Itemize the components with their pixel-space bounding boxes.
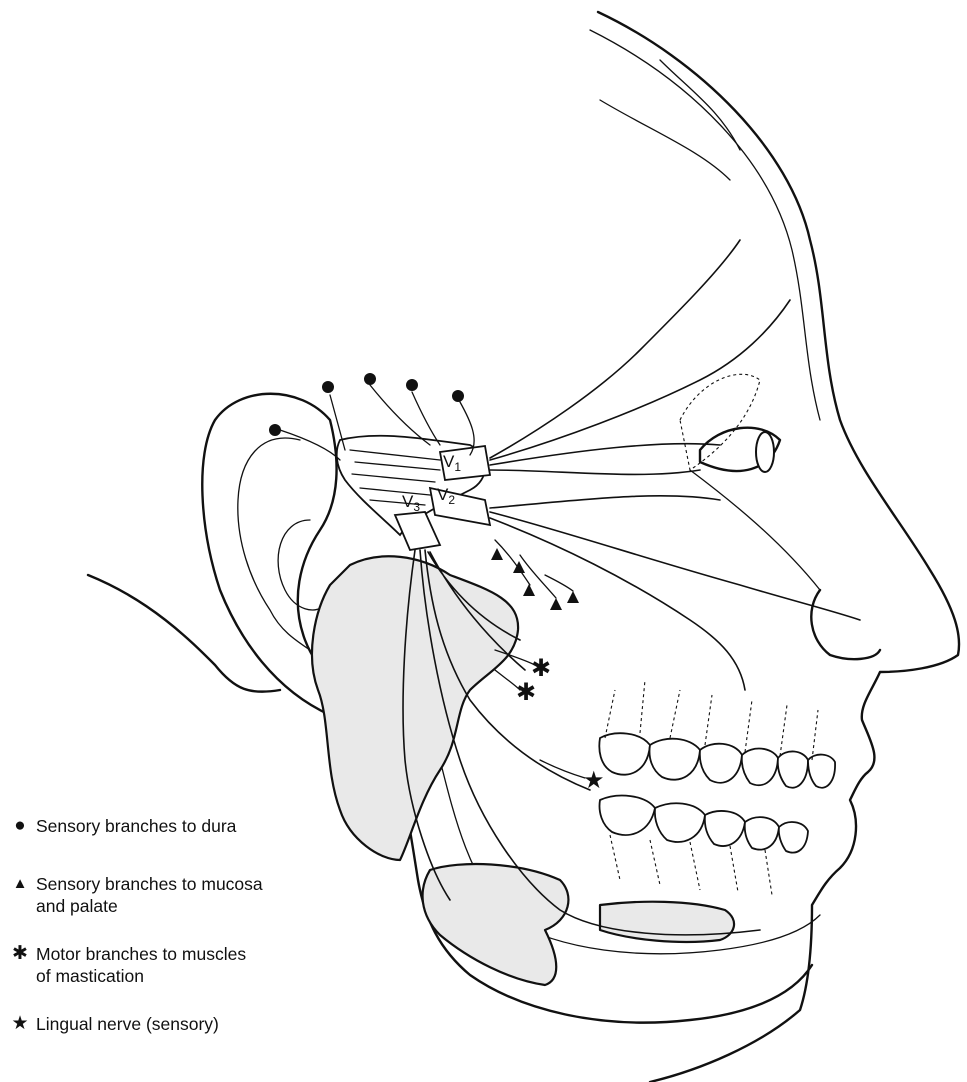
- mucosa-marker: [550, 598, 562, 610]
- sublingual-gland: [600, 902, 734, 942]
- dura-marker: [364, 373, 376, 385]
- legend-item-lingual: ★ Lingual nerve (sensory): [10, 1013, 350, 1035]
- dura-marker: [322, 381, 334, 393]
- filled-triangle-icon: ▲: [10, 873, 30, 895]
- legend: ● Sensory branches to dura ▲ Sensory bra…: [10, 815, 350, 1035]
- dura-marker: [406, 379, 418, 391]
- nasal-nerve-line: [690, 470, 820, 590]
- mucosa-marker: [491, 548, 503, 560]
- dura-marker: [269, 424, 281, 436]
- legend-label: Lingual nerve (sensory): [36, 1013, 350, 1035]
- orbit-stipple-region: [680, 374, 760, 470]
- nose-ala: [811, 590, 880, 659]
- legend-label: Motor branches to muscles of mastication: [36, 943, 350, 987]
- upper-teeth: [599, 680, 835, 788]
- mucosa-marker: [567, 591, 579, 603]
- eye-iris: [756, 432, 774, 472]
- v3-trunk: [395, 512, 440, 550]
- dura-markers: [269, 373, 464, 436]
- dura-marker: [452, 390, 464, 402]
- submandibular-gland: [423, 864, 569, 985]
- mucosa-marker: [523, 584, 535, 596]
- forehead-branch-2: [600, 100, 730, 180]
- neck-outline: [88, 575, 280, 692]
- filled-circle-icon: ●: [10, 815, 30, 837]
- lower-teeth: [600, 796, 809, 895]
- lingual-marker: ★: [583, 767, 605, 794]
- legend-label: Sensory branches to mucosa and palate: [36, 873, 350, 917]
- scalp-inner-line: [590, 30, 820, 420]
- legend-item-motor: ✱ Motor branches to muscles of masticati…: [10, 943, 350, 987]
- motor-marker: ✱: [531, 655, 551, 682]
- motor-marker: ✱: [516, 679, 536, 706]
- legend-item-mucosa: ▲ Sensory branches to mucosa and palate: [10, 873, 350, 917]
- v1-branches: [490, 240, 790, 474]
- star-icon: ★: [10, 1013, 30, 1035]
- legend-item-dura: ● Sensory branches to dura: [10, 815, 350, 837]
- legend-label: Sensory branches to dura: [36, 815, 350, 837]
- asterisk-icon: ✱: [10, 943, 30, 965]
